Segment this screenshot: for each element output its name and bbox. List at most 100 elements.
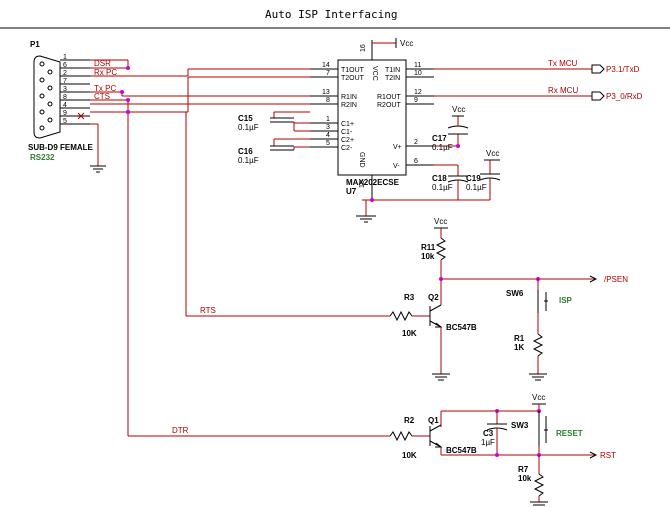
r1-value: 1K: [514, 343, 524, 352]
connector-pin-7: 7: [63, 78, 67, 85]
signal-dsr: DSR: [94, 59, 111, 68]
ic-pin-13: 13: [322, 89, 330, 96]
net-rx-mcu: Rx MCU: [548, 86, 578, 95]
switch-sw3: SW3 RESET: [511, 411, 583, 457]
sw3-ref: SW3: [511, 421, 529, 430]
ic-pin-name-c1p: C1+: [341, 121, 354, 128]
capacitor-c19: Vcc C19 0.1µF: [466, 149, 501, 200]
c3-value: 1µF: [481, 438, 495, 447]
ic-pin-name-vplus: V+: [393, 144, 402, 151]
net-psen: /PSEN: [604, 275, 628, 284]
connector-pin-4: 4: [63, 102, 67, 109]
ic-pin-14: 14: [322, 62, 330, 69]
ic-pin-name-vcc: VCC: [371, 66, 378, 81]
vcc-label-ic: Vcc: [400, 39, 413, 48]
switch-sw6: SW6 ISP: [506, 279, 573, 313]
ic-pin-name-r2out: R2OUT: [377, 102, 401, 109]
ic-part: MAX202ECSE: [346, 178, 400, 187]
sw3-label: RESET: [556, 429, 583, 438]
c19-value: 0.1µF: [466, 183, 487, 192]
capacitor-c15: C15 0.1µF: [238, 111, 310, 132]
vcc-label-isp: Vcc: [434, 217, 447, 226]
r2-value: 10K: [402, 451, 417, 460]
c16-ref: C16: [238, 147, 253, 156]
capacitor-c16: C16 0.1µF: [238, 138, 310, 165]
ic-pin-name-r1in: R1IN: [341, 94, 357, 101]
ic-pin-1: 1: [326, 116, 330, 123]
max202-ic: T1OUT T2OUT R1IN R2IN C1+ C1- C2+ C2- T1…: [310, 40, 434, 200]
ic-pin-name-vminus: V-: [393, 163, 400, 170]
connector-pin-1: 1: [63, 54, 67, 61]
ic-pin-name-t2in: T2IN: [385, 75, 400, 82]
ic-pin-15: 15: [359, 180, 366, 188]
resistor-r7: R7 10k: [518, 455, 545, 502]
connector-pin-3: 3: [63, 86, 67, 93]
c15-ref: C15: [238, 114, 253, 123]
vcc-symbol-ic: Vcc: [372, 38, 413, 48]
vcc-symbol-reset: Vcc: [532, 393, 546, 413]
net-tx-mcu: Tx MCU: [548, 59, 578, 68]
q1-part: BC547B: [446, 446, 477, 455]
ground-symbol-ic: [356, 198, 490, 223]
ic-pin-9: 9: [414, 97, 418, 104]
db9-connector: P1 1 6 2 7 3 8 4 9 5 D: [28, 40, 117, 162]
ic-pin-name-r2in: R2IN: [341, 102, 357, 109]
port-p31-txd: P3.1/TxD: [606, 65, 640, 74]
resistor-r11: R11 10k: [421, 237, 447, 305]
net-rts: RTS: [200, 306, 216, 315]
r11-ref: R11: [421, 243, 436, 252]
ic-pin-5: 5: [326, 140, 330, 147]
ic-pin-8: 8: [326, 97, 330, 104]
sw6-ref: SW6: [506, 289, 524, 298]
c3-ref: C3: [483, 429, 494, 438]
c17-value: 0.1µF: [432, 143, 453, 152]
transistor-q1: Q1 BC547B: [428, 416, 596, 456]
connector-pin-2: 2: [63, 70, 67, 77]
vcc-label-reset: Vcc: [532, 393, 545, 402]
q1-ref: Q1: [428, 416, 439, 425]
q2-ref: Q2: [428, 293, 439, 302]
ground-symbol-r1: [529, 373, 547, 381]
signal-cts: CTS: [94, 92, 110, 101]
c19-ref: C19: [466, 174, 481, 183]
c18-ref: C18: [432, 174, 447, 183]
c16-value: 0.1µF: [238, 156, 259, 165]
connector-pin-8: 8: [63, 94, 67, 101]
connector-wiring: RTS DTR: [90, 59, 390, 437]
schematic-title: Auto ISP Interfacing: [265, 8, 397, 21]
ic-pin-7: 7: [326, 70, 330, 77]
net-dtr: DTR: [172, 426, 189, 435]
ic-pin-3: 3: [326, 124, 330, 131]
ic-pin-2: 2: [414, 139, 418, 146]
resistor-r3: R3 10K: [389, 293, 430, 338]
ground-symbol-q2: [432, 373, 450, 381]
ic-pin-name-t1out: T1OUT: [341, 67, 365, 74]
rst-net: RST: [589, 451, 616, 460]
ic-pin-name-c2n: C2-: [341, 145, 353, 152]
resistor-r1: R1 1K: [514, 313, 544, 374]
ic-ref: U7: [346, 187, 357, 196]
c17-ref: C17: [432, 134, 447, 143]
mcu-uart-nets: Tx MCU Rx MCU P3.1/TxD P3_0/RxD: [434, 59, 643, 101]
r11-value: 10k: [421, 252, 435, 261]
r2-ref: R2: [404, 416, 415, 425]
connector-pin-6: 6: [63, 62, 67, 69]
r1-ref: R1: [514, 334, 525, 343]
ic-pin-name-r1out: R1OUT: [377, 94, 401, 101]
r7-value: 10k: [518, 474, 532, 483]
psen-net: /PSEN: [439, 275, 628, 284]
q2-part: BC547B: [446, 323, 477, 332]
capacitor-c18: C18 0.1µF: [432, 164, 469, 200]
ic-pin-6: 6: [414, 158, 418, 165]
c17-vcc: Vcc: [452, 105, 465, 114]
transistor-q2: Q2 BC547B: [428, 293, 477, 374]
ground-symbol-r7: [530, 501, 548, 506]
r3-value: 10K: [402, 329, 417, 338]
c19-vcc: Vcc: [486, 149, 499, 158]
signal-rx-pc: Rx PC: [94, 68, 117, 77]
ic-pin-name-t2out: T2OUT: [341, 75, 365, 82]
connector-name: SUB-D9 FEMALE: [28, 143, 94, 152]
ic-pin-11: 11: [414, 62, 421, 69]
r3-ref: R3: [404, 293, 415, 302]
